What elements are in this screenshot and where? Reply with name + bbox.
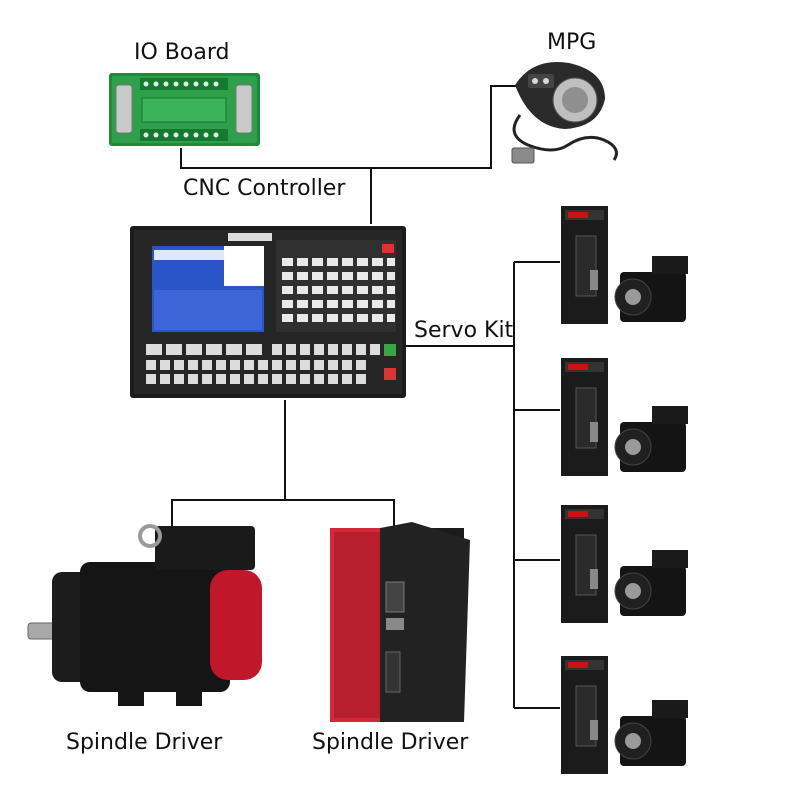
connector-lines xyxy=(171,85,560,709)
servo-motor-icon xyxy=(614,700,688,766)
cnc-controller-label: CNC Controller xyxy=(183,176,346,201)
spindle-drive-icon xyxy=(330,522,470,722)
spindle-split-line xyxy=(171,499,395,528)
servo-drive-icon xyxy=(561,505,608,623)
servo-motor-icon xyxy=(614,256,688,322)
servo-unit-4 xyxy=(561,656,688,774)
servo-motor-icon xyxy=(614,406,688,472)
mpg-to-bus-line xyxy=(371,85,518,169)
io-board-to-bus-line xyxy=(180,148,371,169)
io-board-icon xyxy=(109,73,260,146)
spindle-driver-left-label: Spindle Driver xyxy=(66,730,223,755)
mpg-handwheel-icon xyxy=(511,61,618,164)
servo-drive-icon xyxy=(561,206,608,324)
servo-motor-icon xyxy=(614,550,688,616)
servo-drive-icon xyxy=(561,656,608,774)
spindle-motor-icon xyxy=(27,524,262,706)
servo-drive-icon xyxy=(561,358,608,476)
servo-unit-2 xyxy=(561,358,688,476)
spindle-driver-right-label: Spindle Driver xyxy=(312,730,469,755)
cnc-controller-icon xyxy=(130,226,406,398)
servo-unit-1 xyxy=(561,206,688,324)
io-board-label: IO Board xyxy=(134,40,230,65)
servo-unit-3 xyxy=(561,505,688,623)
servo-kit-label: Servo Kit xyxy=(414,318,514,343)
mpg-label: MPG xyxy=(547,30,597,55)
